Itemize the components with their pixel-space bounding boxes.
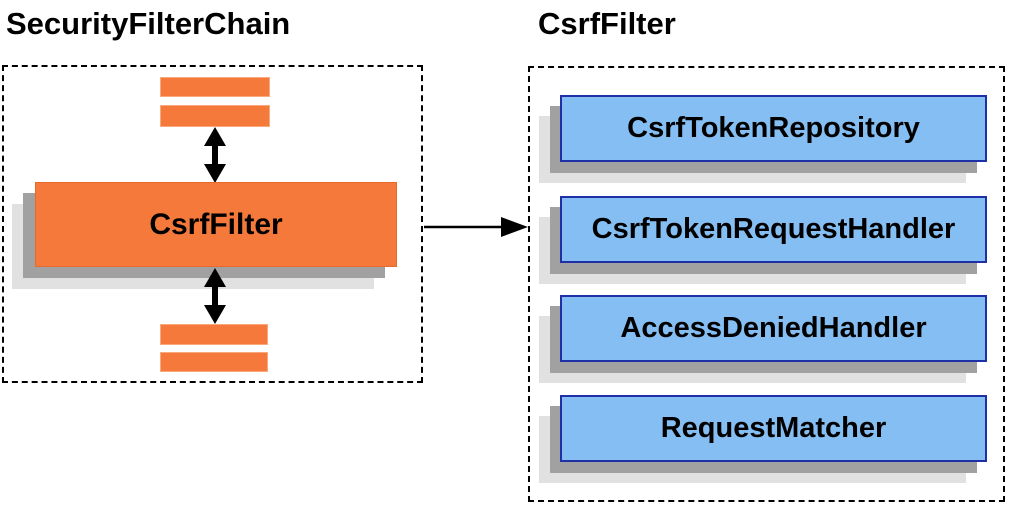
bidirectional-arrow-icon — [204, 127, 226, 183]
security-filter-chain-title: SecurityFilterChain — [6, 6, 291, 41]
component-box-csrf-token-repository: CsrfTokenRepository — [560, 95, 987, 162]
filter-placeholder-bar — [160, 105, 270, 127]
component-box-label: AccessDeniedHandler — [620, 312, 927, 344]
csrf-filter-components-panel: CsrfTokenRepository CsrfTokenRequestHand… — [528, 66, 1005, 502]
csrf-filter-box-label: CsrfFilter — [149, 207, 283, 241]
component-box-request-matcher: RequestMatcher — [560, 395, 987, 462]
security-filter-chain-panel: CsrfFilter — [2, 65, 423, 383]
filter-placeholder-bar — [160, 324, 268, 345]
component-box-csrf-token-request-handler: CsrfTokenRequestHandler — [560, 196, 987, 263]
filter-placeholder-bar — [160, 352, 268, 372]
right-arrow-icon — [424, 217, 528, 237]
component-box-access-denied-handler: AccessDeniedHandler — [560, 295, 987, 362]
component-box-label: CsrfTokenRepository — [627, 112, 920, 144]
component-box-label: CsrfTokenRequestHandler — [591, 213, 956, 245]
filter-placeholder-bar — [160, 77, 270, 97]
csrf-filter-panel-title: CsrfFilter — [538, 6, 676, 41]
component-box-label: RequestMatcher — [660, 412, 887, 444]
bidirectional-arrow-icon — [204, 268, 226, 324]
csrf-filter-box: CsrfFilter — [35, 182, 397, 267]
